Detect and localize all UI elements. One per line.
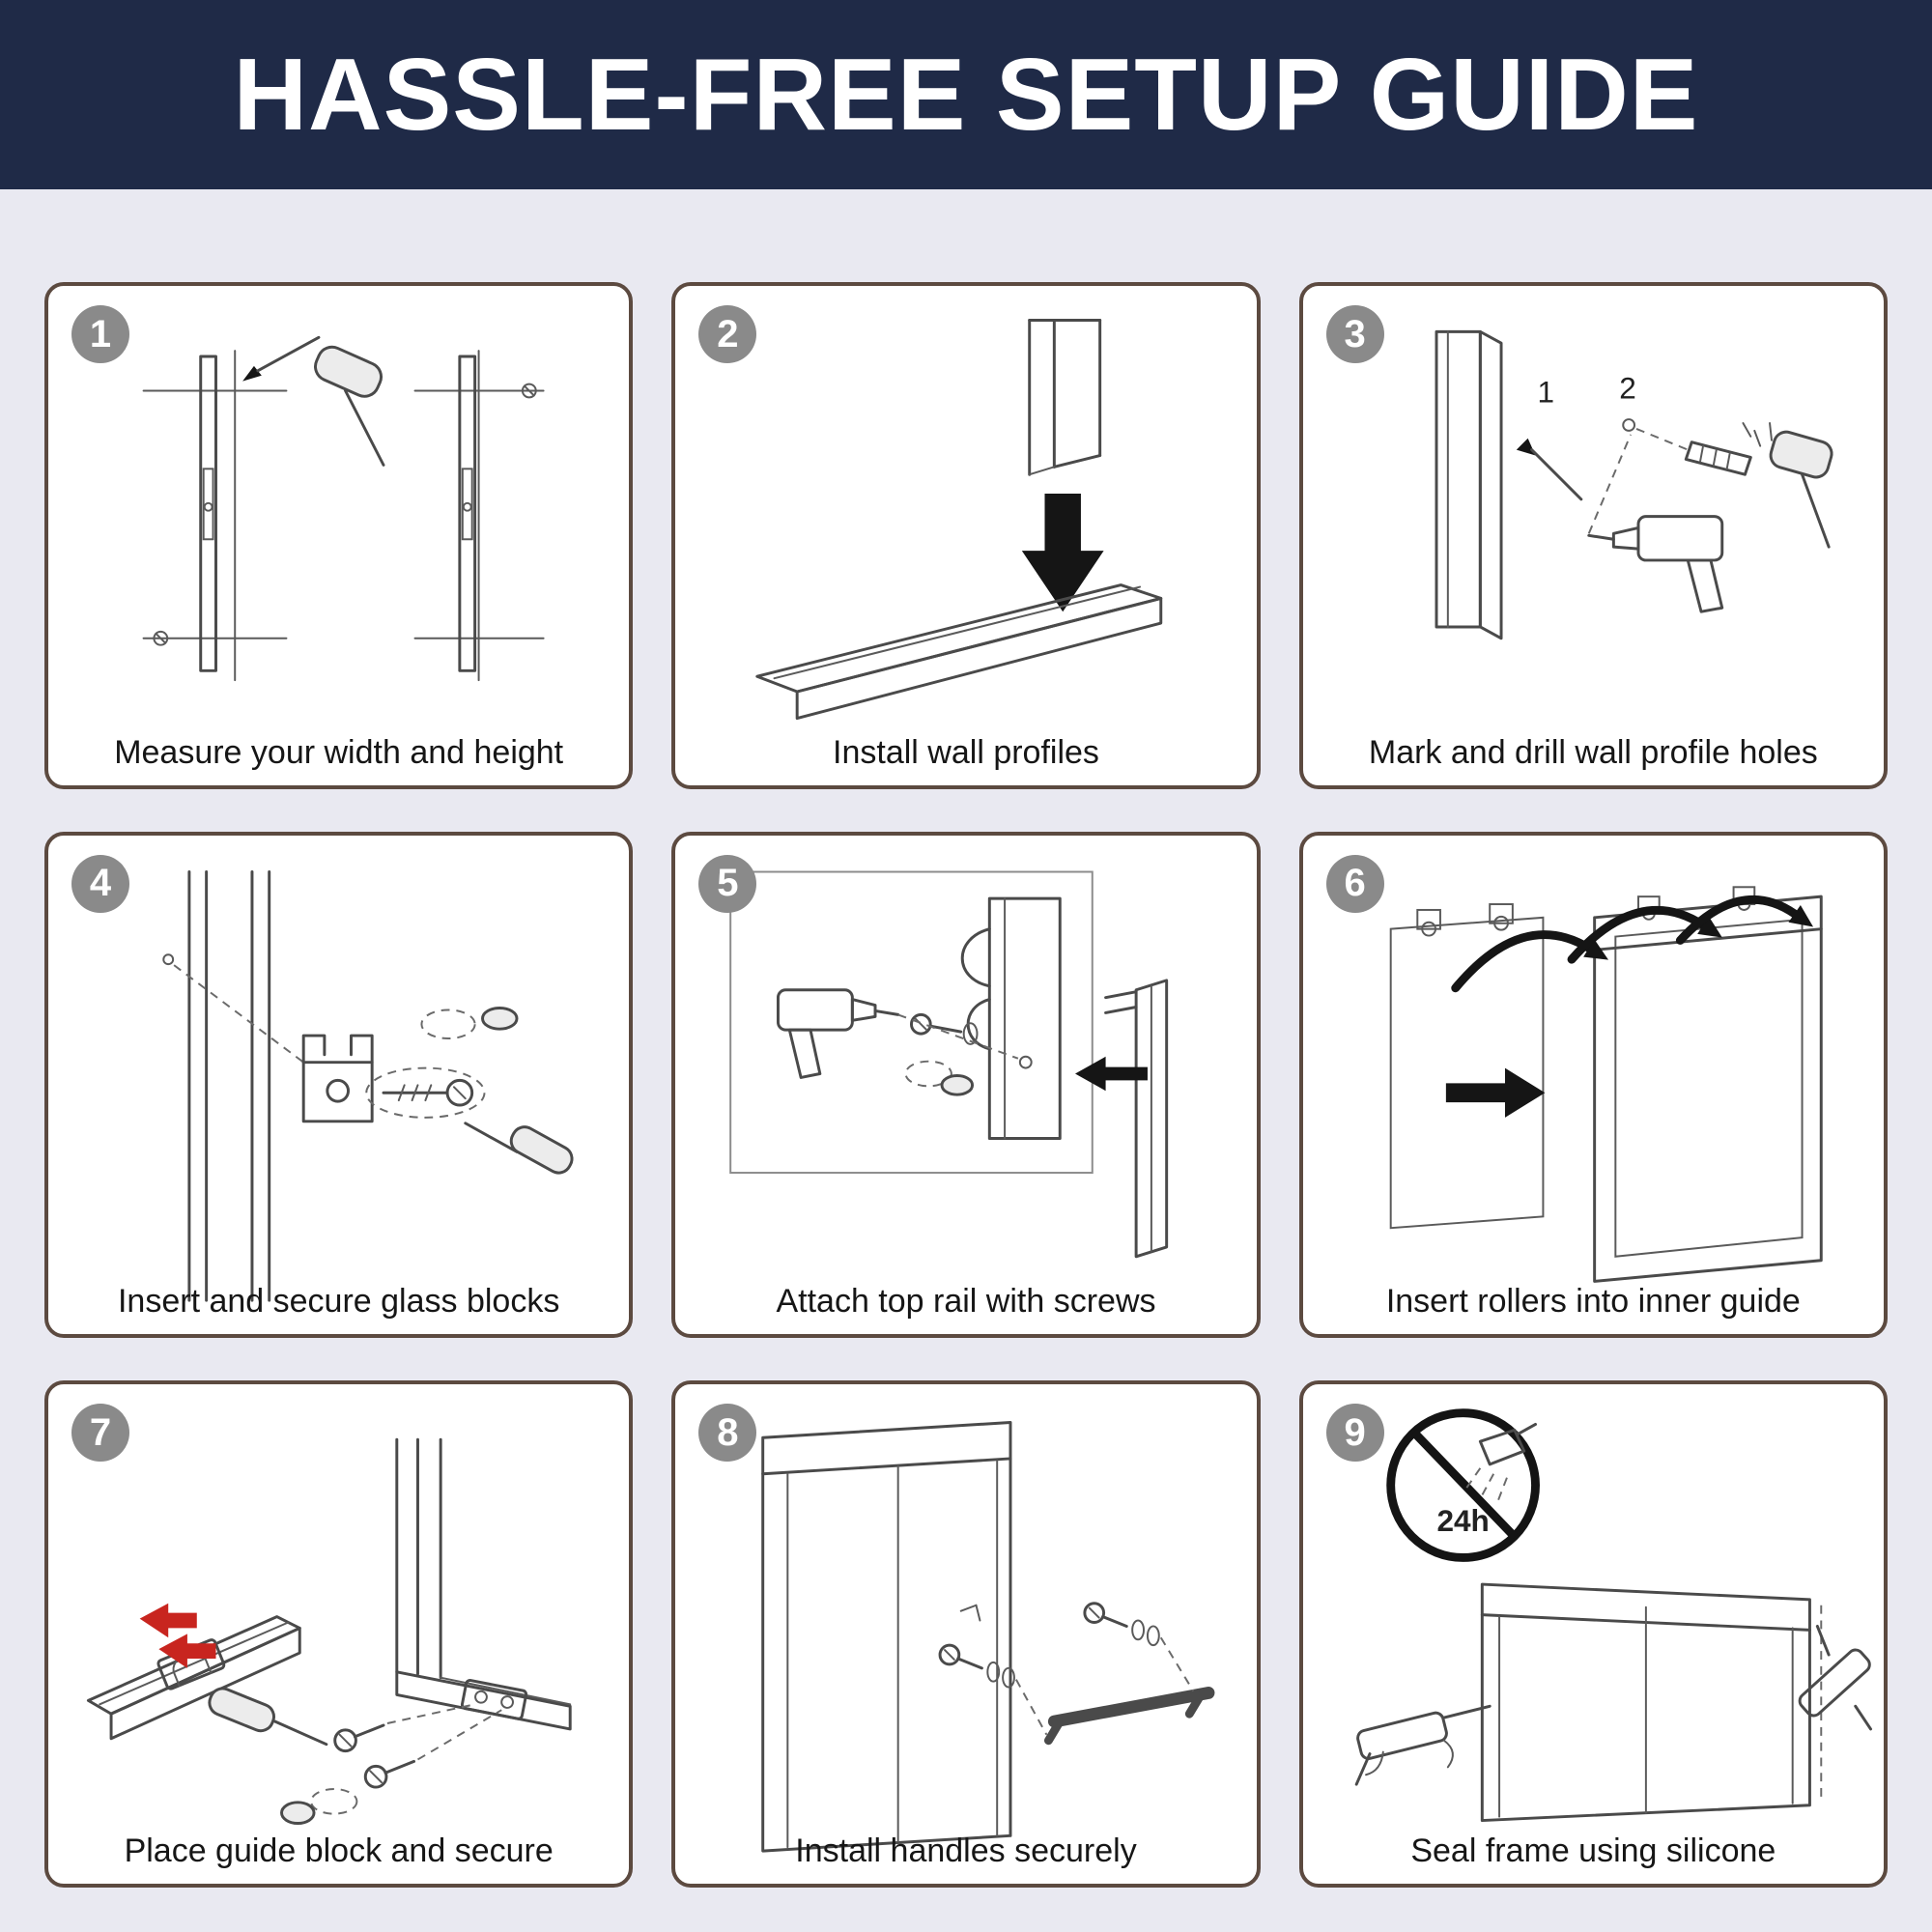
step-3-caption: Mark and drill wall profile holes xyxy=(1368,733,1818,771)
measuring-illustration xyxy=(142,335,545,682)
step-1-caption: Measure your width and height xyxy=(114,733,564,771)
step-7-number-badge: 7 xyxy=(71,1404,129,1463)
step-5-caption: Attach top rail with screws xyxy=(776,1283,1156,1321)
step-card-3: 3 1 2 Mark and drill wall profile holes xyxy=(1298,282,1888,789)
step-card-4: 4 Insert and secure glass blocks xyxy=(44,831,634,1339)
wall-profile-illustration xyxy=(755,319,1163,721)
handles-illustration xyxy=(761,1421,1215,1853)
page-title: HASSLE-FREE SETUP GUIDE xyxy=(233,37,1699,152)
step-card-9: 9 24h Seal frame using silicone xyxy=(1298,1380,1888,1888)
glass-block-illustration xyxy=(162,869,574,1302)
step-4-number-badge: 4 xyxy=(71,854,129,913)
step-card-5: 5 Attach top rail with screws xyxy=(671,831,1261,1339)
wait-24h-label: 24h xyxy=(1436,1503,1489,1538)
header-banner: HASSLE-FREE SETUP GUIDE xyxy=(0,0,1932,189)
mark-label-1: 1 xyxy=(1537,374,1554,409)
step-6-caption: Insert rollers into inner guide xyxy=(1385,1283,1801,1321)
rollers-illustration xyxy=(1389,885,1823,1283)
step-2-caption: Install wall profiles xyxy=(833,733,1099,771)
step-card-2: 2 Install wall profiles xyxy=(671,282,1261,789)
step-5-number-badge: 5 xyxy=(698,854,757,913)
silicone-seal-illustration: 24h xyxy=(1354,1408,1872,1823)
step-4-caption: Insert and secure glass blocks xyxy=(117,1283,560,1321)
mark-label-2: 2 xyxy=(1619,370,1636,405)
step-card-1: 1 Measure your width and height xyxy=(44,282,634,789)
steps-grid: 1 Measure your width and height xyxy=(0,189,1932,1932)
step-card-6: 6 Insert rollers into inner guide xyxy=(1298,831,1888,1339)
step-7-caption: Place guide block and secure xyxy=(124,1833,554,1869)
step-card-7: 7 xyxy=(44,1380,634,1888)
mark-and-drill-illustration: 1 2 xyxy=(1435,329,1833,640)
step-6-number-badge: 6 xyxy=(1325,854,1384,913)
step-card-8: 8 Install handles securely xyxy=(671,1380,1261,1888)
guide-block-illustration xyxy=(86,1438,572,1826)
step-8-number-badge: 8 xyxy=(698,1404,757,1463)
no-shower-icon xyxy=(1385,1408,1540,1563)
step-3-number-badge: 3 xyxy=(1325,305,1384,363)
step-8-caption: Install handles securely xyxy=(795,1833,1137,1869)
top-rail-illustration xyxy=(729,870,1169,1258)
step-1-number-badge: 1 xyxy=(71,305,129,363)
step-9-caption: Seal frame using silicone xyxy=(1410,1833,1776,1869)
step-9-number-badge: 9 xyxy=(1325,1404,1384,1463)
step-2-number-badge: 2 xyxy=(698,305,757,363)
